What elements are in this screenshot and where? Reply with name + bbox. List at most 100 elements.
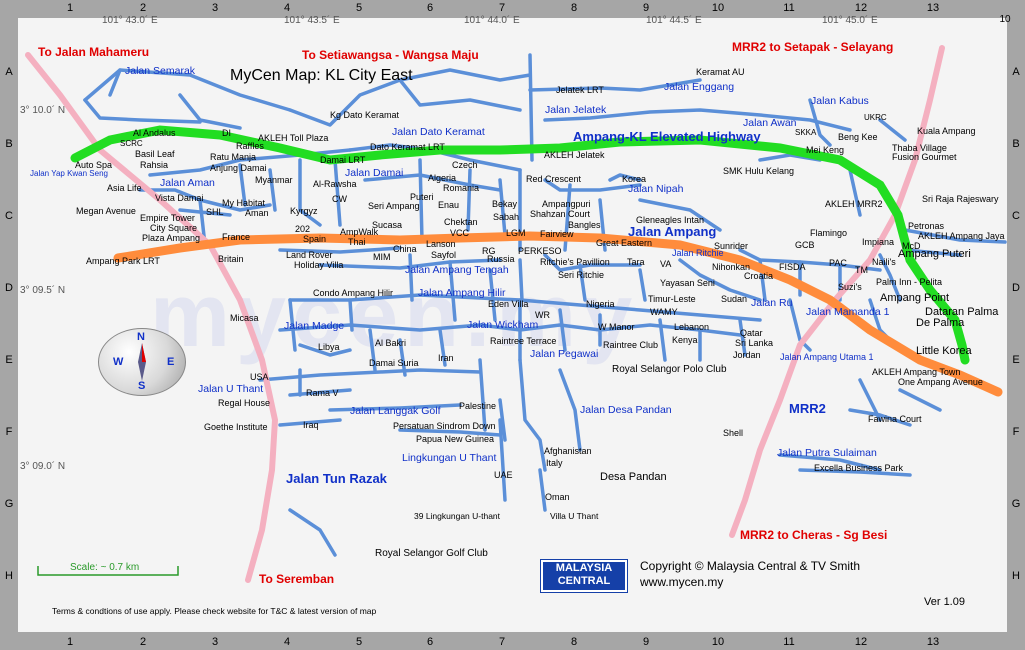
place-croatia[interactable]: Croatia xyxy=(744,271,774,281)
place-megan-avenue[interactable]: Megan Avenue xyxy=(76,206,136,216)
place-city-square[interactable]: City Square xyxy=(150,223,198,233)
place-rahsia[interactable]: Rahsia xyxy=(140,160,169,170)
road-awan[interactable]: Jalan Awan xyxy=(743,117,797,129)
place-raffles[interactable]: Raffles xyxy=(236,141,264,151)
place-scrc[interactable]: SCRC xyxy=(120,139,143,148)
place-nigeria[interactable]: Nigeria xyxy=(586,299,615,309)
road-damai[interactable]: Jalan Damai xyxy=(345,167,404,179)
place-red-crescent[interactable]: Red Crescent xyxy=(526,174,582,184)
place-goethe[interactable]: Goethe Institute xyxy=(204,422,268,432)
place-romania[interactable]: Romania xyxy=(443,183,480,193)
place-usa[interactable]: USA xyxy=(250,372,269,382)
malaysia-central-logo[interactable]: MALAYSIA CENTRAL xyxy=(540,559,628,593)
road-ritchie[interactable]: Jalan Ritchie xyxy=(672,248,724,258)
place-yayasan-seni[interactable]: Yayasan Seni xyxy=(660,278,715,288)
place-ampang-park-lrt[interactable]: Ampang Park LRT xyxy=(86,256,160,266)
place-dl[interactable]: DI xyxy=(222,128,231,138)
place-eden-villa[interactable]: Eden Villa xyxy=(488,299,529,309)
place-shahzan-court[interactable]: Shahzan Court xyxy=(530,209,591,219)
place-desa-pandan[interactable]: Desa Pandan xyxy=(600,471,667,483)
place-kuala-ampang[interactable]: Kuala Ampang xyxy=(917,126,976,136)
place-great-eastern[interactable]: Great Eastern xyxy=(596,238,653,248)
direction-seremban[interactable]: To Seremban xyxy=(259,572,335,586)
place-raintree-terrace[interactable]: Raintree Terrace xyxy=(490,336,557,346)
place-sudan[interactable]: Sudan xyxy=(721,294,748,304)
place-akleh-ampang-town[interactable]: AKLEH Ampang Town xyxy=(872,367,961,377)
road-dato-keramat[interactable]: Jalan Dato Keramat xyxy=(392,126,485,138)
place-al-andalus[interactable]: Al Andalus xyxy=(133,128,176,138)
place-iraq[interactable]: Iraq xyxy=(303,420,319,430)
place-al-rawsha[interactable]: Al-Rawsha xyxy=(313,179,357,189)
highway-mrr2-label[interactable]: MRR2 xyxy=(789,401,826,416)
place-w-manor[interactable]: W Manor xyxy=(598,322,635,332)
road-pegawai[interactable]: Jalan Pegawai xyxy=(530,348,599,360)
place-seri-ritchie[interactable]: Seri Ritchie xyxy=(558,270,605,280)
place-impiana[interactable]: Impiana xyxy=(862,237,895,247)
place-keramat-au[interactable]: Keramat AU xyxy=(696,67,745,77)
place-afghanistan[interactable]: Afghanistan xyxy=(544,446,592,456)
place-gcb[interactable]: GCB xyxy=(795,240,815,250)
road-enggang[interactable]: Jalan Enggang xyxy=(664,81,735,93)
place-vcc[interactable]: VCC xyxy=(450,228,470,238)
place-anjung-damai[interactable]: Anjung Damai xyxy=(210,163,267,173)
place-britain[interactable]: Britain xyxy=(218,254,244,264)
place-qatar[interactable]: Qatar xyxy=(740,328,763,338)
place-palm-inn[interactable]: Palm Inn - Pelita xyxy=(876,277,943,287)
place-lingkungan39[interactable]: 39 Lingkungan U-thant xyxy=(414,511,501,521)
place-petronas[interactable]: Petronas xyxy=(908,221,945,231)
place-russia[interactable]: Russia xyxy=(487,254,515,264)
place-wamy[interactable]: WAMY xyxy=(650,307,678,317)
road-putra-sulaiman[interactable]: Jalan Putra Sulaiman xyxy=(777,447,877,459)
place-condo-ampang-hilir[interactable]: Condo Ampang Hilir xyxy=(313,288,394,298)
place-damai-lrt[interactable]: Damai LRT xyxy=(320,155,366,165)
place-ritchies-pavilion[interactable]: Ritchie's Pavillion xyxy=(540,257,610,267)
place-ampang-puteri[interactable]: Ampang Puteri xyxy=(898,248,971,260)
place-nihonkan[interactable]: Nihonkan xyxy=(712,262,751,272)
place-sri-raja[interactable]: Sri Raja Rajeswary xyxy=(922,194,999,204)
road-lingkungan-u-thant[interactable]: Lingkungan U Thant xyxy=(402,452,497,464)
place-jelatek-lrt[interactable]: Jelatek LRT xyxy=(556,85,604,95)
place-puteri[interactable]: Puteri xyxy=(410,192,434,202)
place-fairview[interactable]: Fairview xyxy=(540,229,574,239)
place-raintree-club[interactable]: Raintree Club xyxy=(603,340,659,350)
place-beng-kee[interactable]: Beng Kee xyxy=(838,132,878,142)
place-regal-house[interactable]: Regal House xyxy=(218,398,271,408)
road-wickham[interactable]: Jalan Wickham xyxy=(467,319,539,331)
place-ampang-point[interactable]: Ampang Point xyxy=(880,292,950,304)
place-gleneagles[interactable]: Gleneagles Intan xyxy=(636,215,705,225)
place-rama-v[interactable]: Rama V xyxy=(306,388,339,398)
place-mei-keng[interactable]: Mei Keng xyxy=(806,145,845,155)
place-villa-u-thant[interactable]: Villa U Thant xyxy=(550,511,599,521)
place-al-bakri[interactable]: Al Bakri xyxy=(375,338,407,348)
place-fisda[interactable]: FISDA xyxy=(779,262,806,272)
place-empire-tower[interactable]: Empire Tower xyxy=(140,213,195,223)
place-bekay[interactable]: Bekay xyxy=(492,199,518,209)
place-lanson[interactable]: Lanson xyxy=(426,239,456,249)
place-sucasa[interactable]: Sucasa xyxy=(372,220,403,230)
place-asia-life[interactable]: Asia Life xyxy=(107,183,142,193)
road-desa-pandan[interactable]: Jalan Desa Pandan xyxy=(580,404,672,416)
direction-setiawangsa[interactable]: To Setiawangsa - Wangsa Maju xyxy=(302,48,479,62)
place-fawina[interactable]: Fawina Court xyxy=(868,414,922,424)
place-algeria[interactable]: Algeria xyxy=(428,173,457,183)
place-akleh-mrr2[interactable]: AKLEH MRR2 xyxy=(825,199,883,209)
direction-mahameru[interactable]: To Jalan Mahameru xyxy=(38,45,150,59)
place-shell[interactable]: Shell xyxy=(723,428,744,438)
place-iran[interactable]: Iran xyxy=(438,353,454,363)
place-pac[interactable]: PAC xyxy=(829,258,847,268)
place-basil-leaf[interactable]: Basil Leaf xyxy=(135,149,175,159)
place-fusion-gourmet[interactable]: Fusion Gourmet xyxy=(892,152,957,162)
place-ukrc[interactable]: UKRC xyxy=(864,113,887,122)
place-tm[interactable]: TM xyxy=(855,265,868,275)
place-va[interactable]: VA xyxy=(660,259,672,269)
place-202[interactable]: 202 xyxy=(295,224,311,234)
copyright-url[interactable]: www.mycen.my xyxy=(640,575,724,589)
road-yap-kwan-seng[interactable]: Jalan Yap Kwan Seng xyxy=(30,169,108,178)
place-oman[interactable]: Oman xyxy=(545,492,570,502)
place-akleh-jelatek[interactable]: AKLEH Jelatek xyxy=(544,150,605,160)
place-libya[interactable]: Libya xyxy=(318,342,340,352)
place-thai[interactable]: Thai xyxy=(348,237,366,247)
place-spain[interactable]: Spain xyxy=(303,234,327,244)
place-chektan[interactable]: Chektan xyxy=(444,217,478,227)
